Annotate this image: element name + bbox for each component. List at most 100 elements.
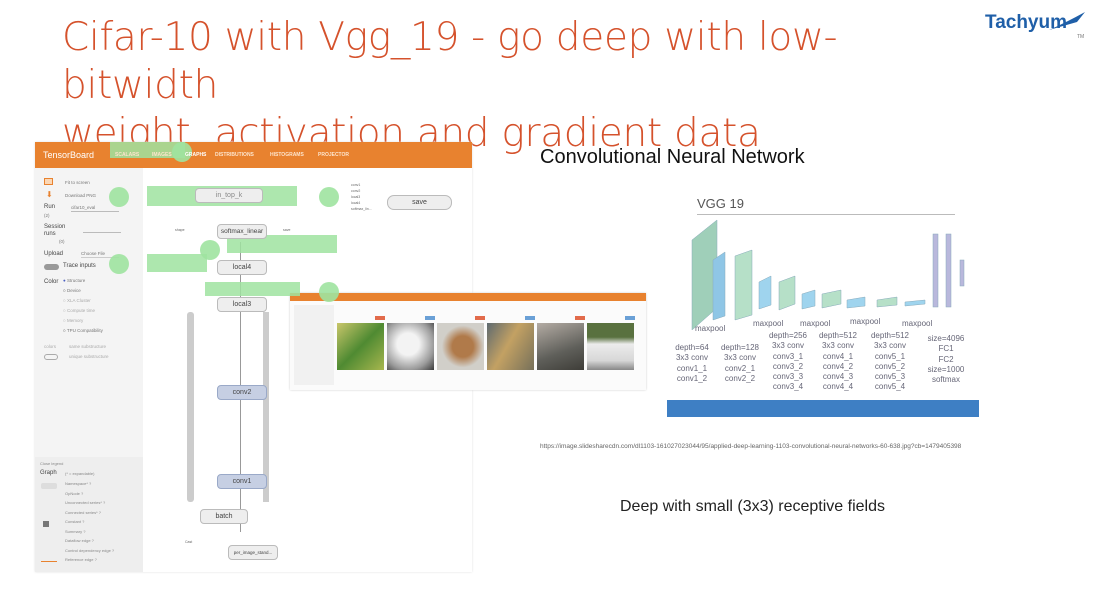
graph-edge	[187, 312, 194, 502]
image-bird	[437, 323, 484, 370]
title-line-1: Cifar-10 with Vgg_19 - go deep with low-…	[62, 15, 838, 108]
vgg-footer-bar	[667, 400, 979, 417]
vgg-label: conv5_1	[874, 351, 906, 361]
node-softmax-linear[interactable]: softmax_linear	[217, 224, 267, 239]
images-header	[290, 293, 646, 301]
badge	[375, 316, 385, 320]
node-in-top-k[interactable]: in_top_k	[195, 188, 263, 203]
trace-inputs-label: Trace inputs	[63, 263, 96, 269]
unique-swatch	[44, 354, 58, 360]
image-car	[587, 323, 634, 370]
radio-compute-time[interactable]: ○ Compute time	[63, 308, 95, 313]
choose-file-button[interactable]: Choose File	[81, 251, 119, 258]
legend-item: Reference edge ?	[65, 557, 97, 562]
vgg-label: conv2_1	[724, 363, 756, 373]
fit-to-screen-button[interactable]: Fit to screen	[65, 180, 90, 185]
node-local3[interactable]: local3	[217, 297, 267, 312]
maxpool-label: maxpool	[695, 324, 726, 333]
highlight-dot	[172, 142, 192, 162]
tab-projector[interactable]: PROJECTOR	[318, 152, 350, 158]
radio-memory[interactable]: ○ Memory	[63, 318, 84, 323]
maxpool-label: maxpool	[753, 319, 784, 328]
vgg-label: conv1_2	[676, 373, 708, 383]
radio-label: XLA Cluster	[66, 298, 91, 303]
vgg-label: conv4_3	[822, 372, 854, 382]
vgg19-diagram: VGG 19 maxpool maxpool maxpool maxpool m…	[665, 190, 980, 418]
graph-legend-title: Graph	[40, 470, 57, 476]
colors-label: colors	[44, 344, 57, 349]
save-input: conv1	[351, 183, 361, 187]
maxpool-label: maxpool	[902, 319, 933, 328]
highlight-dot	[319, 282, 339, 302]
legend-item: OpNode ?	[65, 490, 84, 496]
legend-item: Dataflow edge ?	[65, 538, 94, 543]
vgg-label: 3x3 conv	[675, 353, 709, 363]
tensorboard-screenshot: TensorBoard SCALARS IMAGES GRAPHS DISTRI…	[35, 142, 472, 572]
image-cat	[537, 323, 584, 370]
reference-edge-swatch	[41, 561, 57, 562]
tab-distributions[interactable]: DISTRIBUTIONS	[215, 152, 254, 158]
tab-images[interactable]: IMAGES	[152, 152, 172, 158]
image-frog	[337, 323, 384, 370]
vgg-label: conv3_3	[772, 372, 804, 382]
highlight-dot	[109, 187, 129, 207]
cnn-heading: Convolutional Neural Network	[540, 146, 805, 168]
save-input: local3	[351, 195, 361, 199]
badge	[575, 316, 585, 320]
radio-label: Structure	[66, 278, 86, 283]
save-input: softmax_lin...	[351, 207, 372, 211]
vgg-layers-graphic	[691, 219, 965, 330]
run-label: Run	[44, 204, 56, 210]
radio-structure[interactable]: ● Structure	[63, 278, 86, 283]
close-legend-button[interactable]: Close legend	[40, 461, 64, 466]
node-conv1[interactable]: conv1	[217, 474, 267, 489]
color-label: Color	[44, 279, 59, 285]
radio-xla-cluster[interactable]: ○ XLA Cluster	[63, 298, 91, 303]
radio-label: Memory	[66, 318, 84, 323]
highlight-dot	[319, 187, 339, 207]
legend-item: Unconnected series* ?	[65, 500, 106, 505]
vgg-label: depth=256	[768, 331, 808, 340]
node-save[interactable]: save	[387, 195, 452, 210]
radio-device[interactable]: ○ Device	[63, 288, 81, 293]
caption: Deep with small (3x3) receptive fields	[620, 498, 885, 515]
download-png-button[interactable]: Download PNG	[65, 193, 97, 198]
node-local4[interactable]: local4	[217, 260, 267, 275]
images-sidebar	[294, 305, 334, 385]
download-icon: ⬇	[46, 190, 53, 199]
vgg-label: conv4_2	[822, 361, 854, 371]
tab-histograms[interactable]: HISTOGRAMS	[270, 152, 304, 158]
tensorboard-header	[35, 142, 472, 168]
tab-scalars[interactable]: SCALARS	[115, 152, 140, 158]
badge	[425, 316, 435, 320]
node-batch[interactable]: batch	[200, 509, 248, 524]
radio-label: Device	[66, 288, 81, 293]
node-conv2[interactable]: conv2	[217, 385, 267, 400]
logo-text: Tachyum	[985, 12, 1068, 33]
node-per-image-standardization[interactable]: per_image_stand...	[228, 545, 278, 560]
vgg-label: conv3_4	[772, 382, 804, 392]
upload-label: Upload	[44, 251, 64, 257]
shape-node-label: shape	[175, 228, 185, 232]
badge	[525, 316, 535, 320]
radio-tpu-compatibility[interactable]: ○ TPU Compatibility	[63, 328, 103, 333]
vgg-label: 3x3 conv	[821, 341, 855, 351]
radio-label: Compute time	[66, 308, 95, 313]
vgg-label: softmax	[931, 375, 960, 385]
vgg-label: 3x3 conv	[873, 341, 907, 351]
run-select[interactable]: cifar10_eval	[71, 205, 119, 212]
tab-graphs[interactable]: GRAPHS	[185, 152, 207, 158]
vgg-label: conv3_2	[772, 361, 804, 371]
highlight-overlay	[110, 142, 185, 158]
vgg-label: 3x3 conv	[723, 353, 757, 363]
trace-inputs-toggle[interactable]	[44, 264, 59, 270]
legend-items: Namespace* ? OpNode ? Unconnected series…	[65, 481, 114, 567]
highlight-dot	[109, 254, 129, 274]
session-select[interactable]	[83, 232, 121, 233]
